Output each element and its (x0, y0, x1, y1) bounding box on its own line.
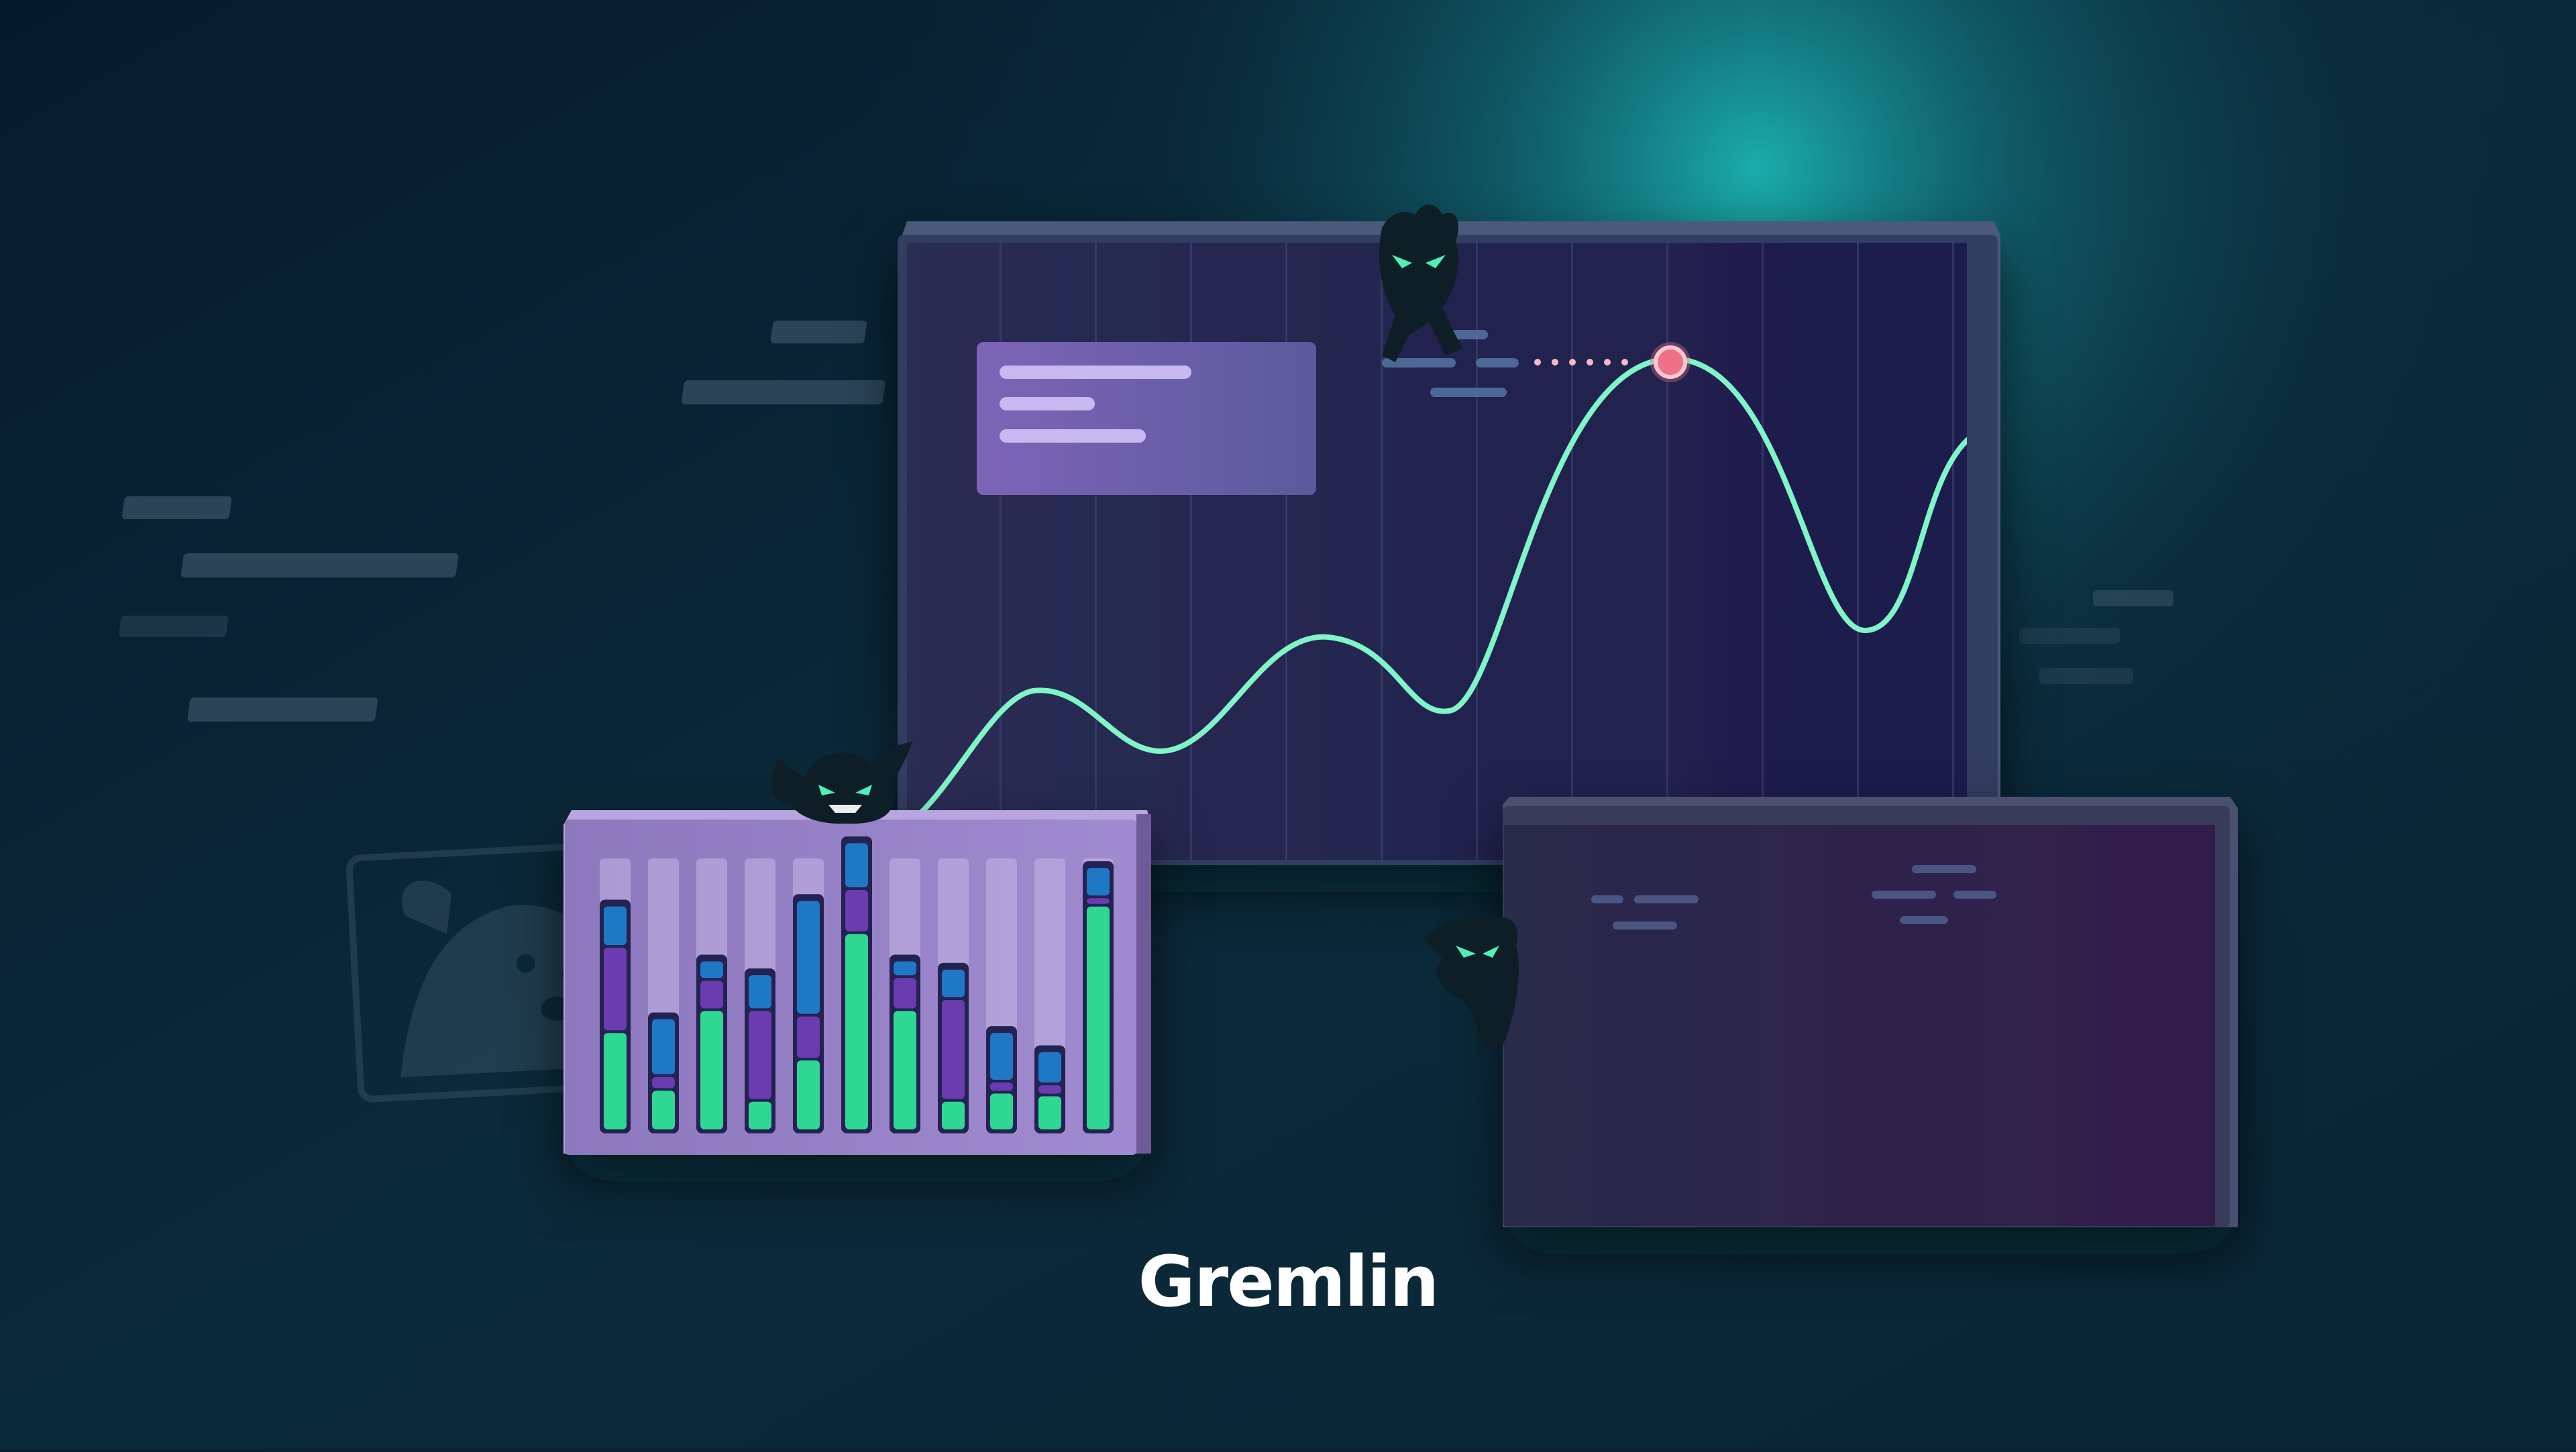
gridline (1000, 243, 1002, 860)
bar-segment-blue (604, 906, 627, 946)
brand-logo: Gremlin (1138, 1241, 1440, 1323)
bar-segment-blue (942, 969, 965, 997)
bar-segment-purple (1038, 1085, 1061, 1094)
bar-segment-blue (652, 1019, 675, 1074)
tooltip-line (1000, 366, 1191, 379)
bar-segment-green (700, 1011, 723, 1129)
gridline (1476, 243, 1478, 860)
gridline (1190, 243, 1192, 860)
wave-label-lines (1591, 865, 1996, 930)
main-gridlines (1000, 243, 1954, 860)
bar-segment-purple (604, 948, 627, 1031)
bar-segment-blue (1087, 868, 1110, 896)
bar-segment-green (797, 1060, 820, 1129)
bar-segment-purple (990, 1082, 1013, 1091)
bar-segment-green (1038, 1096, 1061, 1129)
gremlin-icon (771, 741, 912, 824)
peak-leader-dots (1534, 359, 1628, 366)
bar-segment-blue (845, 843, 868, 887)
gridline (1666, 243, 1668, 860)
gremlin-icon (1422, 917, 1519, 1046)
peak-label-lines (1382, 330, 1519, 397)
bar-segment-purple (652, 1076, 675, 1088)
bar-segment-blue (894, 961, 916, 976)
bar-segment-blue (797, 901, 820, 1014)
bar-segment-green (1087, 906, 1110, 1129)
gridline (1952, 243, 1954, 860)
speed-lines (119, 321, 2174, 722)
bar-segment-green (990, 1093, 1013, 1129)
gremlin-icon (1379, 205, 1462, 362)
bar-segment-purple (894, 978, 916, 1009)
tooltip-line (1000, 429, 1146, 443)
bar-segment-purple (942, 1000, 965, 1099)
bar-segment-green (652, 1091, 675, 1129)
gridline (1762, 243, 1764, 860)
bar-segment-green (604, 1033, 627, 1129)
bar-segment-green (942, 1101, 965, 1129)
bar-segment-purple (700, 981, 723, 1009)
gridline (1285, 243, 1287, 860)
pink-dot-icon (1650, 342, 1690, 382)
bar-segment-blue (749, 975, 771, 1009)
bar-segment-green (749, 1101, 771, 1129)
bar-columns (600, 836, 1114, 1133)
bar-segment-blue (990, 1033, 1013, 1080)
gridline (1857, 243, 1859, 860)
main-tooltip-card (977, 342, 1316, 495)
tooltip-line (1000, 397, 1095, 410)
bar-segment-purple (845, 890, 868, 932)
bar-segment-blue (700, 961, 723, 979)
bar-segment-green (894, 1011, 916, 1129)
gridline (1571, 243, 1573, 860)
bar-segment-blue (1038, 1052, 1061, 1083)
bar-segment-purple (749, 1011, 771, 1099)
bar-segment-purple (797, 1016, 820, 1058)
main-chart-screen (907, 243, 1967, 860)
gridline (1381, 243, 1383, 860)
bar-segment-purple (1087, 898, 1110, 904)
main-chart-panel (898, 221, 2000, 865)
bar-segment-green (845, 934, 868, 1129)
wave-chart-panel (1503, 797, 2238, 1227)
main-line-series (907, 355, 1967, 828)
gridline (1095, 243, 1097, 860)
